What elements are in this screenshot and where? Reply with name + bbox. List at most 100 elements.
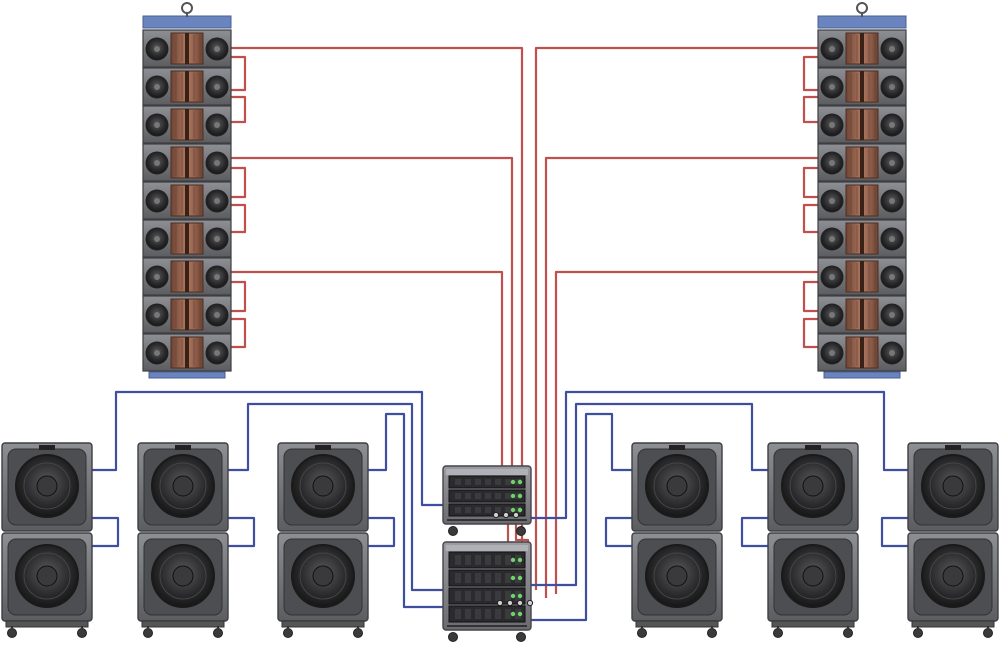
line-array-cabinet-icon [142,105,232,144]
amplifier-vent [485,573,491,583]
subwoofer-surround [159,462,207,510]
amplifier-vent [495,493,501,499]
status-led-icon [510,479,516,485]
array-bumper-bottom [148,371,226,379]
line-array-cabinet-icon [142,219,232,258]
brand-badge [315,445,331,450]
woofer-dust-cap [154,160,160,166]
amplifier-vent [495,507,501,513]
subwoofer-stack [631,442,723,638]
woofer-dust-cap [214,312,220,318]
amplifier-vent [485,591,491,601]
subwoofer-stack [1,442,93,638]
woofer-dust-cap [154,236,160,242]
woofer-dust-cap [214,236,220,242]
array-jumper-cable-left [231,55,247,92]
subwoofer-surround [929,462,977,510]
horn-throat [185,109,189,140]
subwoofer-dust-cap [802,565,824,587]
subwoofer-surround [653,552,701,600]
amplifier-rack-upper [442,465,532,536]
brand-badge [945,445,961,450]
amplifier-rack-icon [448,475,526,489]
amplifier-vent [475,591,481,601]
sub-feed-cable-right-2 [516,402,768,587]
amplifier-vent [465,479,471,485]
subwoofer-stack [907,442,999,638]
rigging-shackle-icon [856,2,868,14]
amplifier-vent [455,507,461,513]
status-led-icon [517,493,523,499]
amplifier-vent [465,555,471,565]
woofer-dust-cap [829,236,835,242]
horn-throat [860,147,864,178]
amplifier-vent [465,493,471,499]
subwoofer-jumper-cable [92,516,120,548]
woofer-dust-cap [889,274,895,280]
amplifier-rack-icon [448,587,526,605]
woofer-dust-cap [214,350,220,356]
horn-throat [860,261,864,292]
amplifier-vent [495,479,501,485]
array-jumper-cable-left [231,166,247,199]
subwoofer-icon [277,532,369,622]
amplifier-vent [485,493,491,499]
caster-board [635,620,719,628]
subwoofer-icon [1,532,93,622]
horn-throat [185,337,189,368]
woofer-dust-cap [214,122,220,128]
status-led-icon [510,611,516,617]
subwoofer-icon [767,532,859,622]
subwoofer-jumper-cable [604,516,632,548]
woofer-dust-cap [829,84,835,90]
horn-throat [185,223,189,254]
woofer-dust-cap [889,350,895,356]
woofer-dust-cap [829,122,835,128]
subwoofer-surround [23,462,71,510]
subwoofer-layer [1,442,999,638]
amplifier-vent [475,479,481,485]
line-array-cabinet-icon [142,29,232,68]
woofer-dust-cap [214,274,220,280]
subwoofer-stack [277,442,369,638]
horn-throat [185,71,189,102]
woofer-dust-cap [889,236,895,242]
amplifier-vent [505,479,511,485]
caster-board [771,620,855,628]
amplifier-vent [505,555,511,565]
status-led-icon [510,593,516,599]
amplifier-vent [465,507,471,513]
amplifier-vent [455,609,461,619]
horn-throat [860,109,864,140]
subwoofer-icon [137,442,229,532]
brand-badge [39,445,55,450]
brand-badge [805,445,821,450]
caster-wheel-icon [143,628,153,638]
status-led-icon [517,479,523,485]
subwoofer-surround [929,552,977,600]
line-array-cabinet-icon [817,295,907,334]
caster-wheel-icon [843,628,853,638]
amplifier-vent [485,479,491,485]
subwoofer-icon [137,532,229,622]
amplifier-vent [465,609,471,619]
array-jumper-cable-right [802,166,818,199]
horn-throat [860,185,864,216]
amplifier-rack-layer [442,465,534,642]
line-array-cabinet-icon [817,333,907,372]
caster-wheel-icon [353,628,363,638]
amplifier-vent [505,507,511,513]
line-array-left [142,2,232,379]
woofer-dust-cap [154,46,160,52]
woofer-dust-cap [154,274,160,280]
woofer-dust-cap [154,312,160,318]
array-jumper-cable-right [802,203,818,234]
woofer-dust-cap [214,46,220,52]
woofer-dust-cap [829,312,835,318]
speakon-connector-icon [492,511,500,519]
status-led-icon [517,575,523,581]
array-jumper-cable-right [802,280,818,313]
amplifier-vent [495,573,501,583]
woofer-dust-cap [829,274,835,280]
amplifier-vent [475,493,481,499]
